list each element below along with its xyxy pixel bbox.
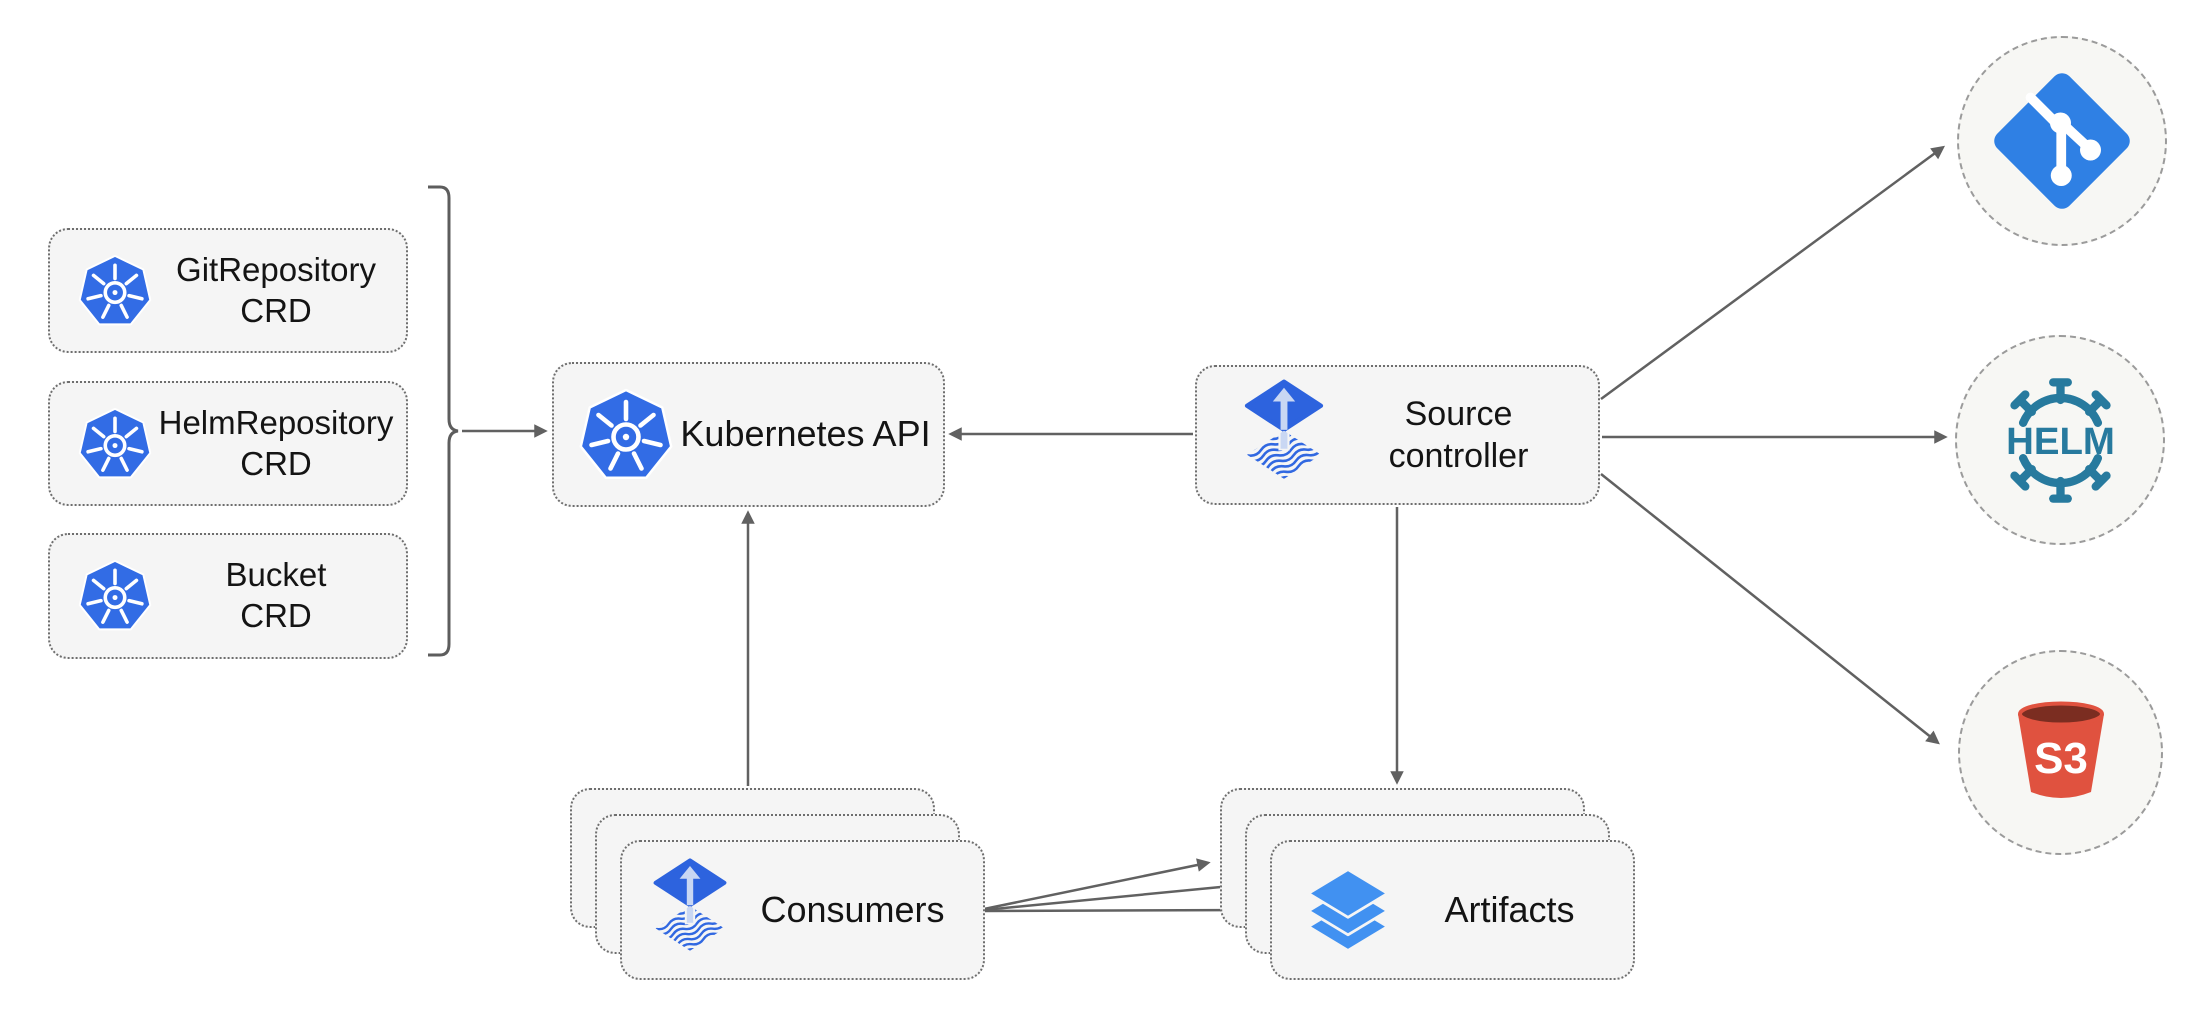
s3-label: S3 [2034,734,2088,783]
edge-source-to-s3 [1600,473,1940,745]
node-kubernetes-api: Kubernetes API [552,362,945,507]
node-gitrepository-crd: GitRepository CRD [48,228,408,353]
node-label: GitRepository CRD [176,250,376,329]
edge-consumers-to-artifacts-3 [983,903,1261,917]
node-label: Artifacts [1444,888,1575,930]
helm-label: HELM [2006,420,2115,463]
helm-icon: HELM [2006,377,2115,503]
flux-icon [650,858,730,962]
crd-group-bracket [428,185,459,657]
kubernetes-icon [76,405,154,483]
node-label: Bucket CRD [225,556,327,634]
node-label: Consumers [760,888,945,930]
kubernetes-icon [76,557,154,635]
git-icon [1994,73,2130,209]
source-circle-helm: HELM [1955,335,2165,545]
flux-icon [1241,379,1327,491]
node-consumers: Consumers [620,840,985,980]
edge-consumers-to-artifacts-2 [983,880,1235,912]
source-circle-git [1957,36,2167,246]
node-label: Source controller [1388,394,1529,475]
node-label: HelmRepository CRD [158,403,394,482]
kubernetes-icon [76,252,154,330]
layers-icon [1307,868,1389,952]
s3-icon: S3 [2017,701,2104,798]
node-bucket-crd: Bucket CRD [48,533,408,659]
edge-consumers-to-artifacts-1 [983,858,1211,911]
source-circle-s3: S3 [1958,650,2163,855]
node-label: Kubernetes API [680,413,931,455]
kubernetes-icon [576,385,676,485]
node-helmrepository-crd: HelmRepository CRD [48,381,408,506]
edge-source-to-git [1600,145,1946,401]
node-artifacts: Artifacts [1270,840,1635,980]
node-source-controller: Source controller [1195,365,1600,505]
